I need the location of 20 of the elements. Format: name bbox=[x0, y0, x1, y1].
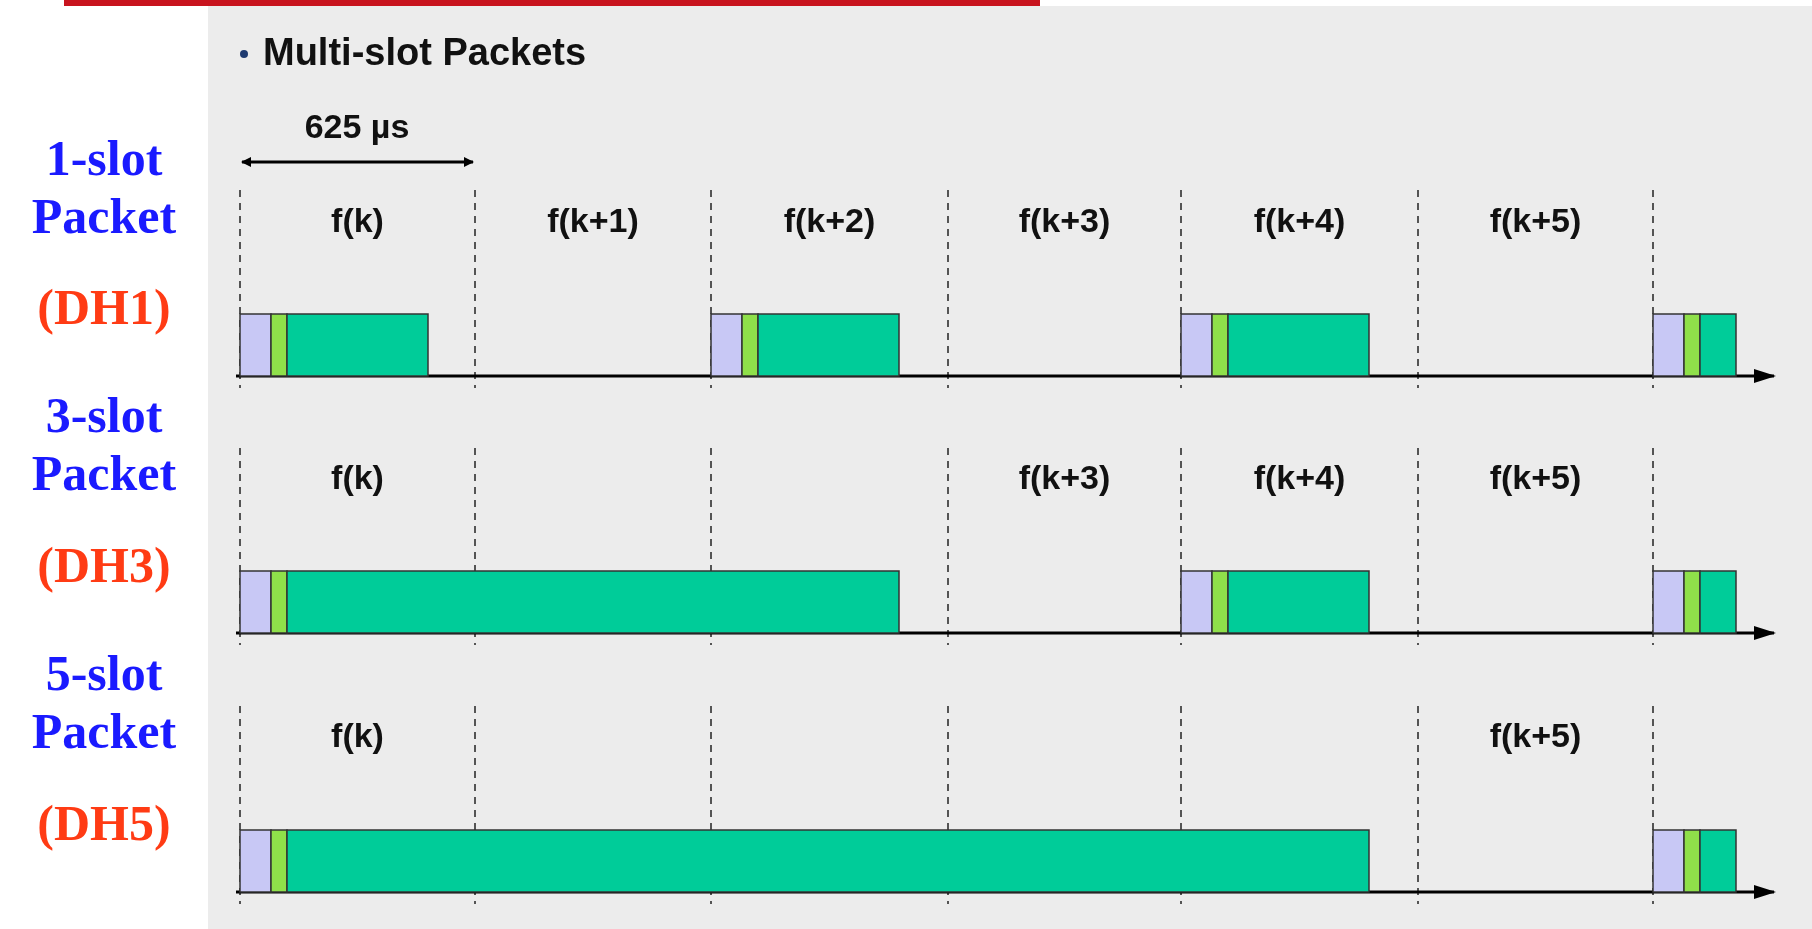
frequency-label: f(k+5) bbox=[1489, 715, 1582, 755]
frequency-label: f(k+4) bbox=[1253, 457, 1346, 497]
frequency-label: f(k+5) bbox=[1489, 200, 1582, 240]
packet-type-label: (DH5) bbox=[37, 794, 171, 852]
slide-title: Multi-slot Packets bbox=[263, 30, 587, 74]
row-label: 3-slot Packet bbox=[30, 386, 178, 502]
frequency-label: f(k) bbox=[331, 200, 384, 240]
row-label: 5-slot Packet bbox=[30, 644, 178, 760]
frequency-label: f(k+1) bbox=[547, 200, 639, 240]
frequency-label: f(k+3) bbox=[1018, 457, 1111, 497]
row-label: 1-slot Packet bbox=[30, 129, 178, 245]
frequency-label: f(k+4) bbox=[1253, 200, 1346, 240]
frequency-label: f(k+2) bbox=[783, 200, 876, 240]
frequency-label: f(k+3) bbox=[1018, 200, 1111, 240]
frequency-label: f(k+5) bbox=[1489, 457, 1582, 497]
packet-type-label: (DH1) bbox=[37, 278, 171, 336]
frequency-label: f(k) bbox=[331, 715, 384, 755]
frequency-label: f(k) bbox=[331, 457, 384, 497]
dimension-label: 625 µs bbox=[304, 106, 410, 146]
packet-type-label: (DH3) bbox=[37, 536, 171, 594]
